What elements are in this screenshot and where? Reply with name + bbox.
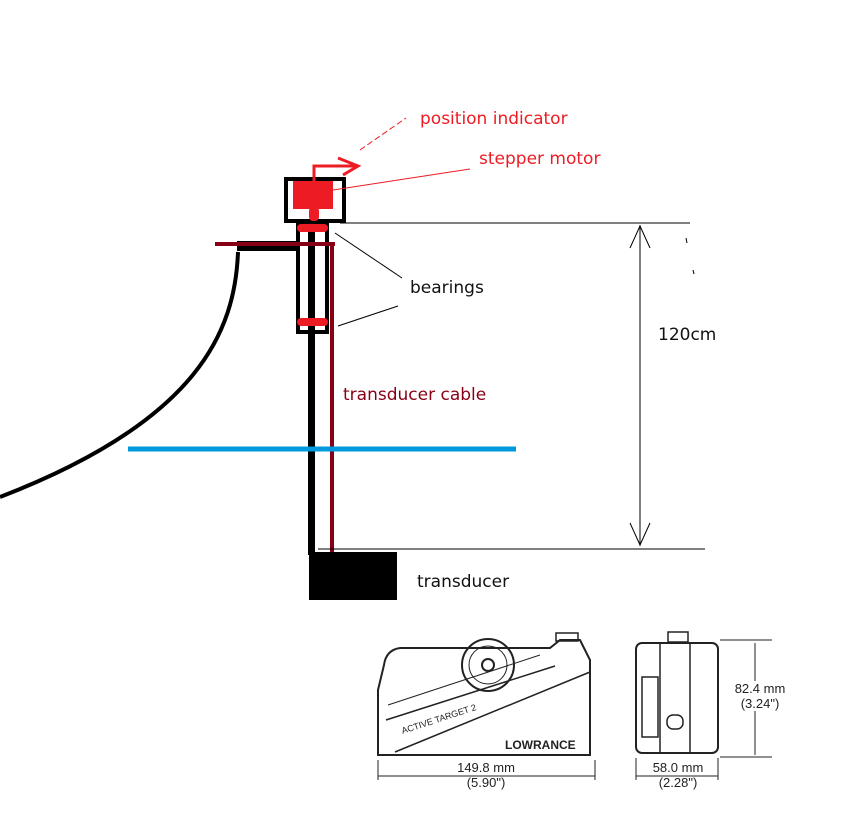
brand-logo: LOWRANCE bbox=[505, 738, 576, 752]
stray-mark bbox=[685, 237, 688, 244]
transducer-side-view bbox=[377, 632, 596, 780]
height-dimension: 82.4 mm(3.24") bbox=[725, 681, 795, 711]
label-bearings: bearings bbox=[410, 278, 484, 298]
arrowhead-top bbox=[629, 224, 651, 249]
depth-dimension: 58.0 mm(2.28") bbox=[638, 760, 718, 790]
position-indicator-arrow bbox=[312, 156, 362, 181]
motor-coupling bbox=[309, 207, 319, 221]
label-height: 120cm bbox=[658, 325, 717, 345]
width-dimension: 149.8 mm(5.90") bbox=[436, 760, 536, 790]
stray-mark bbox=[692, 269, 695, 275]
bearing-bottom bbox=[297, 318, 328, 326]
support-arm bbox=[0, 251, 240, 499]
leader-bearing-bottom bbox=[337, 305, 399, 327]
shaft bbox=[308, 222, 315, 555]
stepper-motor bbox=[293, 181, 333, 209]
label-transducer: transducer bbox=[417, 572, 510, 592]
depth-in: (2.28") bbox=[658, 775, 698, 790]
width-mm: 149.8 mm bbox=[457, 760, 515, 775]
height-mm: 82.4 mm bbox=[734, 681, 786, 696]
label-transducer-cable: transducer cable bbox=[343, 385, 487, 405]
height-in: (3.24") bbox=[740, 696, 780, 711]
leader-motor bbox=[332, 168, 471, 191]
width-in: (5.90") bbox=[466, 775, 506, 790]
label-stepper-motor: stepper motor bbox=[479, 149, 601, 169]
label-position-indicator: position indicator bbox=[420, 109, 568, 129]
leader-bearing-top bbox=[334, 232, 403, 279]
depth-mm: 58.0 mm bbox=[652, 760, 704, 775]
arrowhead-bottom bbox=[629, 522, 651, 547]
leader-position bbox=[359, 117, 407, 151]
bearing-top bbox=[297, 224, 328, 232]
transducer-block bbox=[309, 552, 397, 600]
